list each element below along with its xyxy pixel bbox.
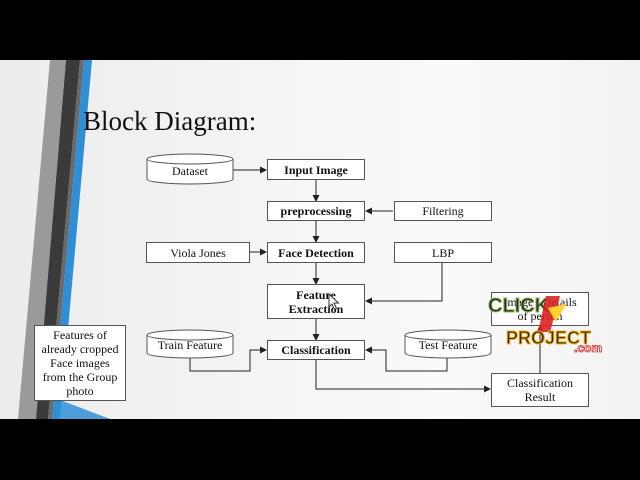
- dataset-database: Dataset: [146, 153, 234, 185]
- slide-title: Block Diagram:: [83, 106, 257, 136]
- mouse-cursor-icon: [328, 293, 340, 311]
- preprocessing-box: preprocessing: [267, 201, 365, 221]
- lbp-box: LBP: [394, 242, 492, 263]
- input-image-box: Input Image: [267, 159, 365, 180]
- face-detection-box: Face Detection: [267, 242, 365, 263]
- watermark-logo: CLICK PROJECT .com: [488, 295, 603, 356]
- classification-box: Classification: [267, 340, 365, 360]
- train-feature-label: Train Feature: [157, 338, 223, 352]
- test-feature-database: Test Feature: [404, 329, 492, 359]
- test-feature-label: Test Feature: [418, 338, 478, 352]
- watermark-line2: PROJECT: [506, 328, 591, 348]
- dataset-label: Dataset: [172, 164, 208, 178]
- watermark-line1: CLICK: [488, 295, 550, 317]
- watermark-suffix: .com: [574, 341, 602, 355]
- connector-lines: [189, 166, 544, 393]
- filtering-box: Filtering: [394, 201, 492, 221]
- viola-jones-box: Viola Jones: [146, 242, 250, 263]
- classification-result-box: Classification Result: [491, 373, 589, 407]
- feature-extraction-box: Feature Extraction: [267, 284, 365, 319]
- cropped-features-note: Features of already cropped Face images …: [34, 325, 126, 401]
- slide: Block Diagram:: [0, 60, 640, 419]
- train-feature-database: Train Feature: [146, 329, 234, 359]
